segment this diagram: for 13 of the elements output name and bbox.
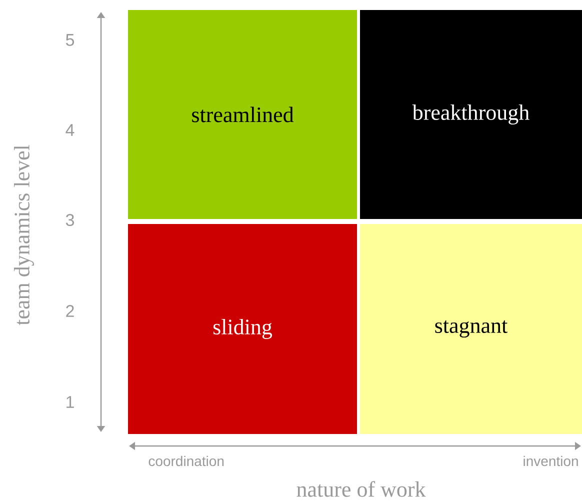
tick-label: 4 bbox=[66, 124, 74, 136]
quadrant-box: streamlined bbox=[128, 10, 357, 219]
quadrant-box: breakthrough bbox=[360, 10, 582, 219]
axis-title: team dynamics level bbox=[14, 144, 34, 326]
tick-label: 2 bbox=[66, 305, 74, 317]
axis-end-label: invention bbox=[524, 456, 578, 466]
quadrant-box: stagnant bbox=[360, 224, 582, 434]
tick-label: 1 bbox=[66, 396, 74, 408]
axis-end-label: coordination bbox=[148, 456, 224, 466]
tick-label: 5 bbox=[66, 34, 74, 46]
axis-title: nature of work bbox=[296, 481, 426, 497]
quadrant-box: sliding bbox=[128, 224, 357, 434]
tick-label: 3 bbox=[66, 214, 74, 226]
